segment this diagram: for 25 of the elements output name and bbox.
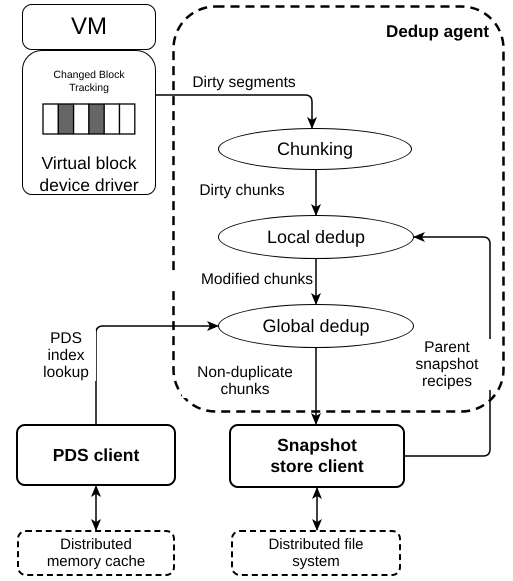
- node-label: Chunking: [276, 138, 354, 160]
- arrow: [91, 485, 101, 531]
- node-title: VM: [71, 13, 107, 41]
- node-label: Snapshot store client: [269, 435, 365, 477]
- node-caption: Changed Block Tracking: [52, 69, 126, 95]
- region-title: Dedup agent: [386, 22, 489, 42]
- storage-box: [231, 530, 401, 576]
- node-label: Distributed memory cache: [46, 536, 146, 570]
- storage-box: [17, 530, 175, 576]
- arrow: [311, 348, 321, 425]
- client-box: [229, 424, 405, 488]
- arrow: [156, 94, 317, 129]
- driver-box: [22, 50, 156, 195]
- client-box: [16, 424, 176, 486]
- node-label: Local dedup: [266, 226, 366, 248]
- node-title: Virtual block device driver: [38, 152, 140, 196]
- edge-label: Modified chunks: [170, 271, 314, 288]
- node-label: Global dedup: [262, 316, 370, 336]
- arrow: [311, 259, 321, 305]
- vm-box: [22, 4, 156, 50]
- arrow: [95, 321, 219, 424]
- node-label: Distributed file system: [267, 536, 365, 570]
- arrow: [312, 487, 322, 531]
- node-label: PDS client: [52, 444, 140, 466]
- arrow: [311, 170, 321, 216]
